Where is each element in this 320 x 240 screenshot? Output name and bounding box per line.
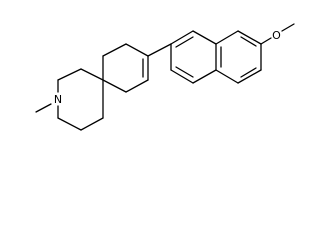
nitrogen-label: N [54, 93, 62, 106]
naphthalene-ring-right [215, 30, 262, 84]
bond [170, 69, 194, 84]
bond [80, 68, 104, 81]
bond [215, 69, 239, 84]
double-bond-inner [175, 36, 194, 48]
double-bond-inner [175, 66, 194, 78]
double-bond-inner [240, 36, 257, 47]
methoxy-bond [281, 23, 295, 32]
bond [57, 117, 82, 131]
methyl-bond [35, 103, 52, 113]
chemical-structure-diagram: O N [35, 23, 295, 131]
methoxy-bond [260, 37, 272, 45]
piperidine-ring [57, 68, 104, 131]
linker-bond [147, 43, 172, 57]
naphthalene-ring-left [170, 30, 217, 84]
bond [125, 43, 149, 57]
bond [80, 117, 104, 131]
bond [57, 68, 82, 81]
bond [102, 79, 127, 93]
bond [170, 30, 194, 45]
bond [237, 30, 262, 45]
bond [192, 30, 217, 45]
bond [125, 79, 149, 93]
bond [237, 69, 262, 84]
cyclohexene-ring [102, 43, 149, 93]
bond [192, 69, 217, 84]
double-bond-inner [240, 67, 257, 78]
oxygen-label: O [272, 29, 281, 42]
bond [102, 43, 127, 57]
bond [215, 30, 239, 45]
